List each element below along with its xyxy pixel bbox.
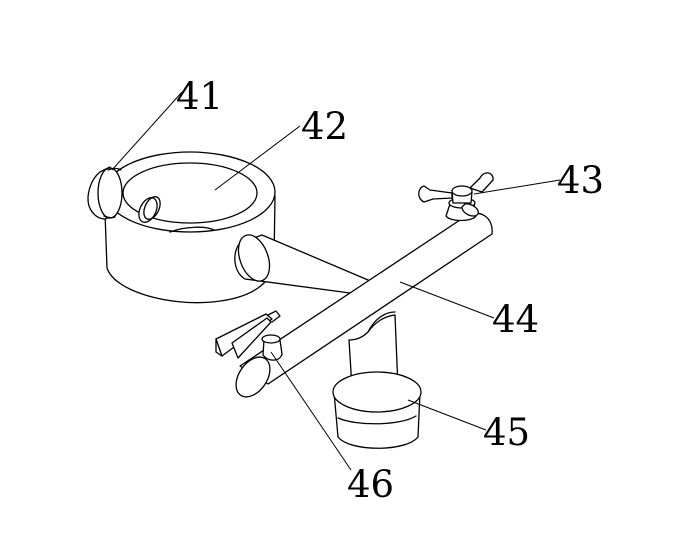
label-43: 43 xyxy=(557,159,604,202)
leader-lines xyxy=(111,91,561,471)
label-41: 41 xyxy=(176,75,223,118)
leader-46 xyxy=(270,351,352,471)
leader-42 xyxy=(214,125,301,191)
clamp-assembly xyxy=(215,310,283,361)
leader-44 xyxy=(399,281,495,319)
cup-inner-pin xyxy=(138,196,161,223)
label-44: 44 xyxy=(492,298,539,341)
leader-45 xyxy=(407,399,487,431)
label-45: 45 xyxy=(483,411,530,454)
wing-bolt xyxy=(418,172,494,222)
reference-numerals: 41 42 43 44 45 46 xyxy=(176,75,604,506)
leader-43 xyxy=(473,179,561,195)
leader-41 xyxy=(111,91,183,171)
cup-side-knob xyxy=(87,166,123,220)
base-block xyxy=(332,371,422,449)
label-42: 42 xyxy=(301,105,348,148)
label-46: 46 xyxy=(347,463,394,506)
